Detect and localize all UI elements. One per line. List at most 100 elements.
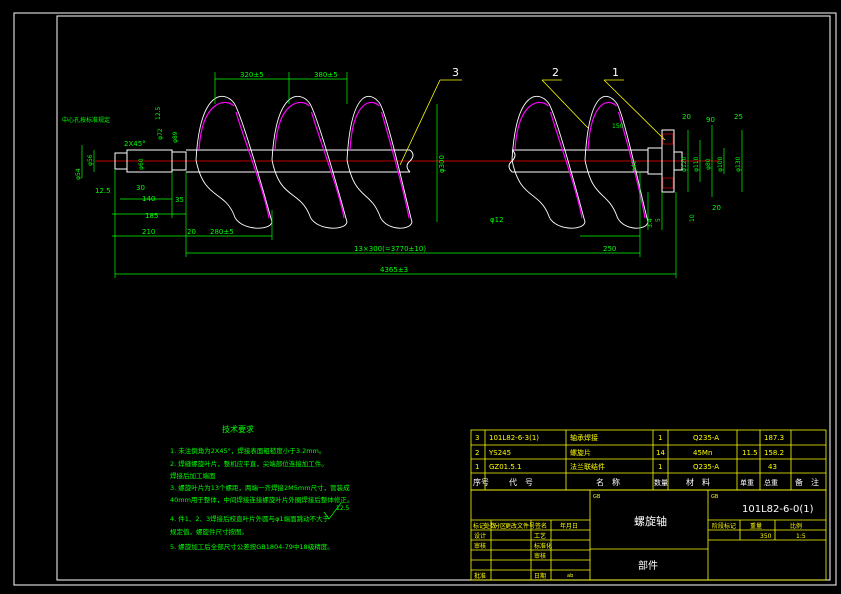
dim-small-dia: φ12 (490, 216, 504, 224)
title-block (470, 489, 827, 581)
helix-flights (195, 95, 649, 229)
helix-flight-edge (587, 101, 617, 151)
tb-stage-2: 重量 (750, 522, 762, 530)
helix-flight-edge (514, 101, 549, 151)
tb-header-5: 签名 (535, 522, 547, 530)
dim-len-250: 250 (603, 245, 616, 253)
dim-dia-helix: φ300 (438, 155, 446, 173)
shaft-step-2 (171, 151, 187, 171)
part-row-material: 45Mn (693, 449, 712, 457)
category: 部件 (638, 559, 658, 572)
part-row-no: 3 (475, 434, 479, 442)
tech-item-6: 4. 件1、2、3焊接后校直叶片外圆与φ1端面跳动不大于 (170, 514, 330, 523)
tech-item-1: 1. 未注倒角为2X45°，焊接表面粗糙度小于3.2mm。 (170, 446, 325, 455)
tb-header-4: 更改文件号 (505, 522, 535, 530)
title-block-text: GB GB 101L82-6-0(1) 螺旋轴 部件 标记 处数 分区 更改文件… (473, 494, 814, 580)
shaft-tail-right (673, 151, 683, 171)
part-row-material: Q235-A (693, 463, 719, 471)
tech-item-2: 2. 焊缝螺旋叶片，整机应平直，尖端部位连接加工件。 (170, 459, 328, 468)
dim-chamfer: 2X45° (124, 140, 146, 148)
leader-lines (399, 79, 666, 166)
tech-requirements: 技术要求 1. 未注倒角为2X45°，焊接表面粗糙度小于3.2mm。 2. 焊缝… (170, 424, 353, 551)
dim-dia-left-5: φ89 (172, 131, 179, 143)
header-name: 名 称 (596, 477, 620, 487)
tech-item-5: 40mm用于整体，中间焊接连接螺旋叶片外圈焊接后整体修正。 (170, 495, 353, 504)
tb-stage-3: 比例 (790, 522, 802, 530)
tb-role-design: 设计 (474, 532, 486, 540)
tb-header-6: 年月日 (560, 522, 578, 530)
screw-shaft (95, 129, 720, 193)
tb-header-2: 处数 (484, 522, 496, 530)
part-row-total: 158.2 (764, 449, 784, 457)
dim-total-pitch: 13×300(=3770±10) (354, 245, 426, 253)
helix-flight (584, 95, 649, 229)
dim-pitch-1: 320±5 (240, 71, 264, 79)
dim-len-185: 185 (145, 212, 158, 220)
break-line-left (406, 149, 414, 173)
tb-role-process: 工艺 (534, 532, 546, 540)
dim-right-len-3: 10 (689, 214, 696, 222)
parts-header: 序号 代 号 名 称 数量 材 料 单重 总重 备 注 (473, 477, 819, 487)
dim-groove-note: 中心孔按标准规定 (62, 116, 110, 124)
roughness-symbol (323, 502, 342, 520)
helix-flight-edge (198, 101, 235, 151)
header-material: 材 料 (686, 477, 710, 487)
dim-len-20a: 20 (187, 228, 196, 236)
part-row-no: 2 (475, 449, 479, 457)
dim-len-140: 140 (142, 195, 155, 203)
part-row-qty: 1 (658, 434, 662, 442)
helix-flight-edge (274, 101, 310, 151)
part-row-code: YS245 (488, 449, 511, 457)
helix-flight (195, 95, 273, 229)
outer-frame (13, 12, 837, 586)
header-total: 总重 (764, 478, 778, 487)
tech-rough-mark: 12.5 (336, 505, 350, 512)
helix-flight-edge (349, 101, 380, 151)
dim-pitch-3: 380±5 (314, 71, 338, 79)
flange-hatch-top (662, 133, 674, 145)
tech-item-4: 3. 螺旋叶片为13个螺距，两端一齐焊接2M5mm尺寸，管装成 (170, 483, 350, 492)
drawing-number: 101L82-6-0(1) (742, 504, 814, 515)
part-number-1: 1 (612, 66, 619, 79)
part-row-name: 螺旋片 (570, 448, 591, 457)
part-row-name: 轴承焊接 (570, 433, 598, 442)
helix-flight-edge (549, 111, 583, 219)
parts-row-3: 1 GZ01.5.1 法兰联结件 1 Q235-A 43 (475, 462, 777, 471)
helix-flight (271, 95, 348, 229)
helix-flight-edge (380, 111, 410, 219)
tb-mark: ab (567, 573, 573, 579)
tech-item-7: 规定值，螺旋件尺寸按图。 (170, 527, 248, 536)
tb-role-approve: 批准 (474, 572, 486, 580)
dim-right-dia-5: φ130 (735, 156, 742, 172)
tb-scale: 1:5 (796, 533, 806, 540)
dim-first-pitch: 280±5 (210, 228, 234, 236)
header-code: 代 号 (509, 477, 533, 487)
parts-row-1: 3 101L82-6-3(1) 轴承焊接 1 Q235-A 187.3 (475, 433, 784, 442)
dim-dia-left-2: φ56 (87, 154, 94, 166)
parts-row-2: 2 YS245 螺旋片 14 45Mn 11.5 158.2 (475, 448, 784, 457)
dim-right-flange: φ40 (631, 160, 638, 172)
tb-small-label-1: GB (593, 494, 601, 500)
dim-rough-left-2: 12.5 (155, 106, 162, 120)
part-row-total: 43 (768, 463, 777, 471)
part-number-3: 3 (452, 66, 459, 79)
dim-right-dia-4: φ100 (717, 156, 724, 172)
helix-flight-edge (617, 111, 646, 219)
tb-header-1: 标记 (473, 522, 485, 530)
header-unit: 单重 (740, 478, 754, 487)
part-number-2: 2 (552, 66, 559, 79)
part-row-total: 187.3 (764, 434, 784, 442)
tb-header-3: 分区 (494, 522, 506, 530)
tb-role-audit: 审核 (534, 552, 546, 560)
part-row-qty: 1 (658, 463, 662, 471)
dim-right-dia-3: φ80 (705, 158, 712, 170)
header-no: 序号 (473, 477, 489, 487)
inner-frame (56, 15, 831, 581)
dim-right-angle: 150 (612, 123, 624, 130)
dim-len-35: 35 (175, 196, 184, 204)
dim-right-len-1: 3.4 (647, 218, 654, 228)
dimension-lines (81, 72, 743, 278)
dim-dia-left-4: φ72 (157, 128, 164, 140)
